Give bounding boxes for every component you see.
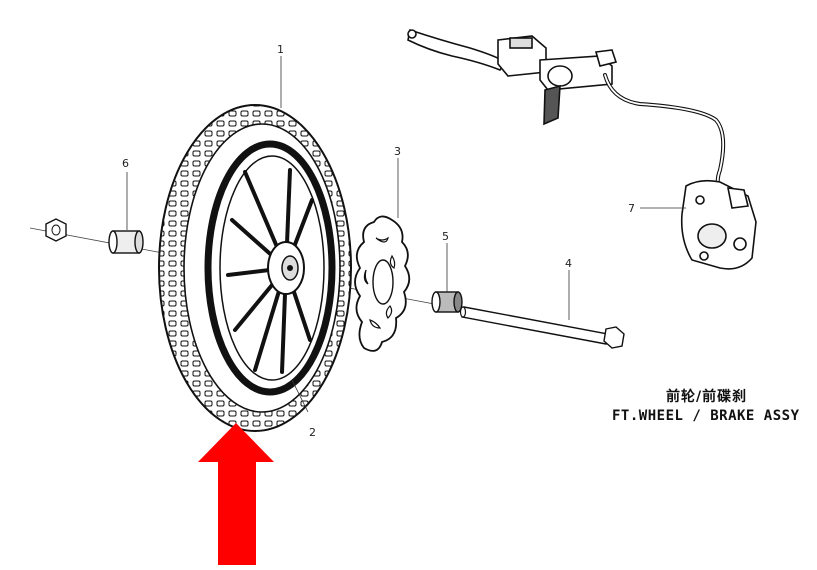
brake-caliper [680, 179, 757, 270]
brake-disc [354, 215, 411, 352]
front-rim [204, 140, 336, 396]
assembly-title-en: FT.WHEEL / BRAKE ASSY [612, 408, 800, 424]
indicator-arrow [198, 423, 274, 565]
wheel-hub [267, 241, 305, 295]
callout-2: 2 [309, 426, 316, 439]
callout-7: 7 [628, 202, 635, 215]
callout-4: 4 [565, 257, 572, 270]
brake-lever-assembly [407, 28, 618, 126]
callout-1: 1 [277, 43, 284, 56]
callout-5: 5 [442, 230, 449, 243]
front-wheel [158, 104, 352, 432]
assembly-title-cn: 前轮/前碟刹 [666, 389, 748, 405]
spacer-left [108, 230, 144, 254]
brake-hose [603, 73, 726, 196]
callout-6: 6 [122, 157, 129, 170]
spacer-right [431, 291, 463, 313]
axle-nut [45, 218, 67, 242]
front-axle [459, 306, 625, 349]
callout-3: 3 [394, 145, 401, 158]
